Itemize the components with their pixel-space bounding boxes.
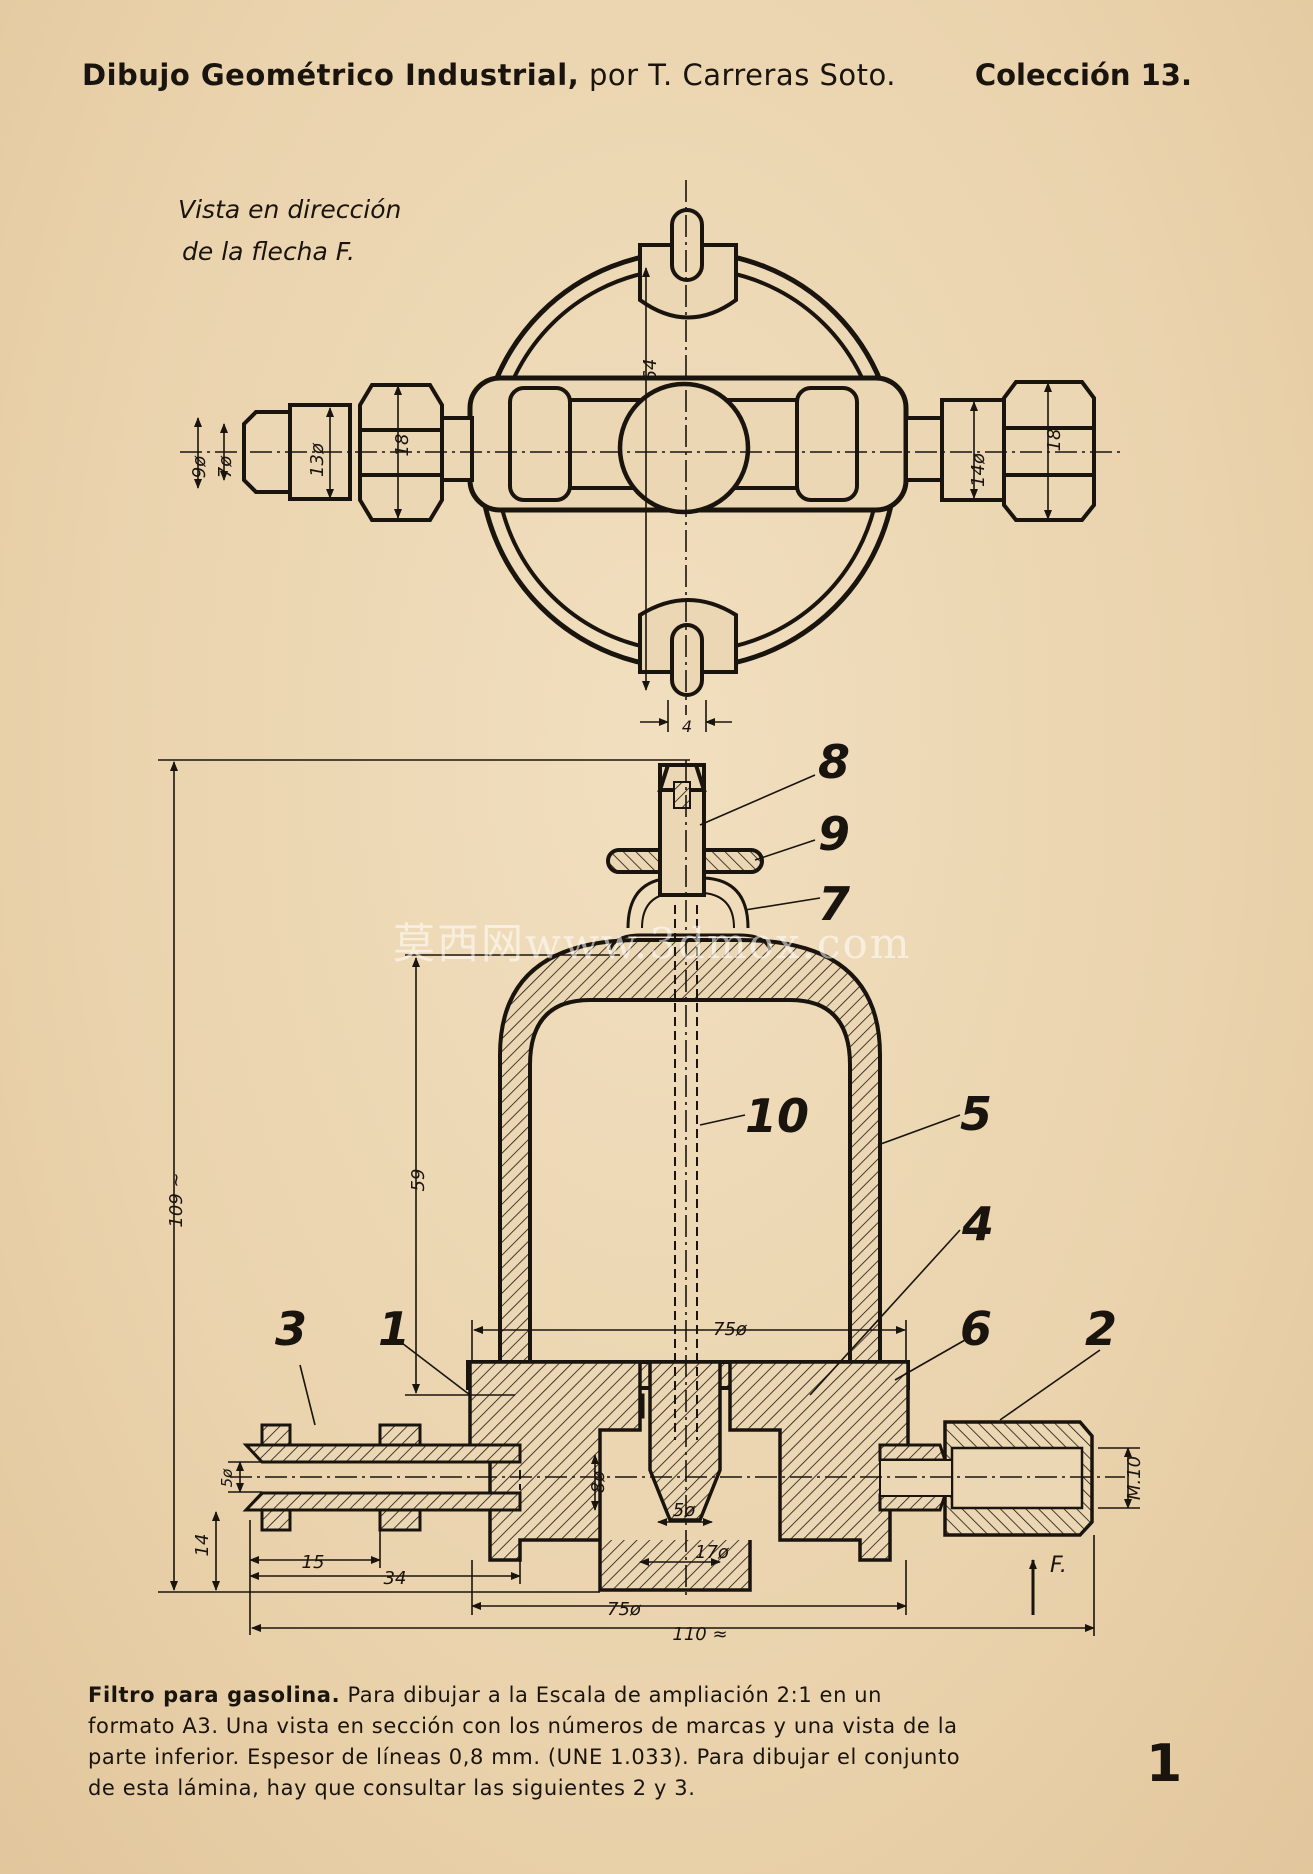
view-label-line2: de la flecha F.	[182, 237, 355, 266]
caption-title: Filtro para gasolina.	[88, 1683, 341, 1707]
dim-109: 109 ~	[166, 1172, 187, 1227]
dim-17: 17ø	[695, 1542, 730, 1563]
page-number: 1	[1146, 1734, 1183, 1794]
section-dimension-text: 109 ~ 59 75ø 5ø 8ø 5ø 17ø M.10 14 15 34 …	[166, 1169, 1145, 1645]
dim-7: 7ø	[215, 455, 236, 478]
dim-75-top: 75ø	[713, 1319, 748, 1340]
dim-5-mid: 5ø	[673, 1500, 696, 1521]
header-collection: Colección 13.	[974, 58, 1192, 92]
dim-18-left: 18	[392, 434, 413, 457]
bottom-view	[242, 208, 1096, 697]
part-number-5: 5	[960, 1087, 992, 1141]
direction-arrow-f: F.	[1029, 1553, 1067, 1615]
section-view	[242, 763, 1094, 1592]
dim-59: 59	[408, 1169, 429, 1192]
section-hidden-lines	[505, 905, 880, 1490]
view-label-line1: Vista en dirección	[178, 195, 401, 224]
leader-lines	[299, 774, 1101, 1426]
part-number-8: 8	[818, 735, 850, 789]
part-number-7: 7	[818, 877, 850, 931]
part-number-1: 1	[378, 1302, 410, 1356]
dim-8: 8ø	[588, 1470, 609, 1493]
header-title: Dibujo Geométrico Industrial, por T. Car…	[82, 58, 896, 92]
section-centerlines	[230, 760, 1125, 1600]
section-dimension-lines	[158, 759, 1140, 1636]
dim-13: 13ø	[307, 442, 328, 477]
header-author: por T. Carreras Soto.	[588, 58, 896, 92]
dim-64: 64	[640, 359, 661, 382]
page-header: Dibujo Geométrico Industrial, por T. Car…	[82, 58, 1192, 98]
part-number-10: 10	[745, 1089, 809, 1143]
part-number-3: 3	[275, 1302, 307, 1356]
dim-110: 110 ≈	[672, 1624, 727, 1645]
arrow-label: F.	[1050, 1553, 1067, 1578]
dim-m10: M.10	[1124, 1456, 1145, 1500]
top-view-centerlines	[180, 180, 1125, 715]
dim-9: 9ø	[189, 455, 210, 478]
top-view-dimension-lines	[194, 267, 1052, 732]
part-number-2: 2	[1085, 1302, 1117, 1356]
dim-14-top: 14ø	[968, 452, 989, 487]
part-numbers: 8 9 7 10 5 4 3 1 6 2	[275, 735, 1117, 1356]
part-number-9: 9	[818, 807, 850, 861]
dim-34: 34	[384, 1568, 407, 1589]
caption: Filtro para gasolina. Para dibujar a la …	[88, 1680, 968, 1804]
dim-75-bottom: 75ø	[607, 1599, 642, 1620]
dim-14-side: 14	[192, 1534, 213, 1557]
top-view-dimension-text: 9ø 7ø 13ø 18 64 14ø 18 4	[189, 359, 1065, 736]
dim-15: 15	[302, 1552, 325, 1573]
part-number-6: 6	[960, 1302, 992, 1356]
header-title-bold: Dibujo Geométrico Industrial,	[82, 58, 580, 92]
view-label: Vista en dirección de la flecha F.	[178, 195, 401, 266]
dim-18-right: 18	[1044, 429, 1065, 452]
caption-body: Para dibujar a la Escala de ampliación 2…	[88, 1683, 961, 1800]
watermark: 莫西网www.3dmox.com	[393, 919, 912, 968]
dim-5-left: 5ø	[218, 1468, 236, 1488]
dim-4: 4	[682, 717, 692, 736]
part-number-4: 4	[961, 1197, 994, 1251]
